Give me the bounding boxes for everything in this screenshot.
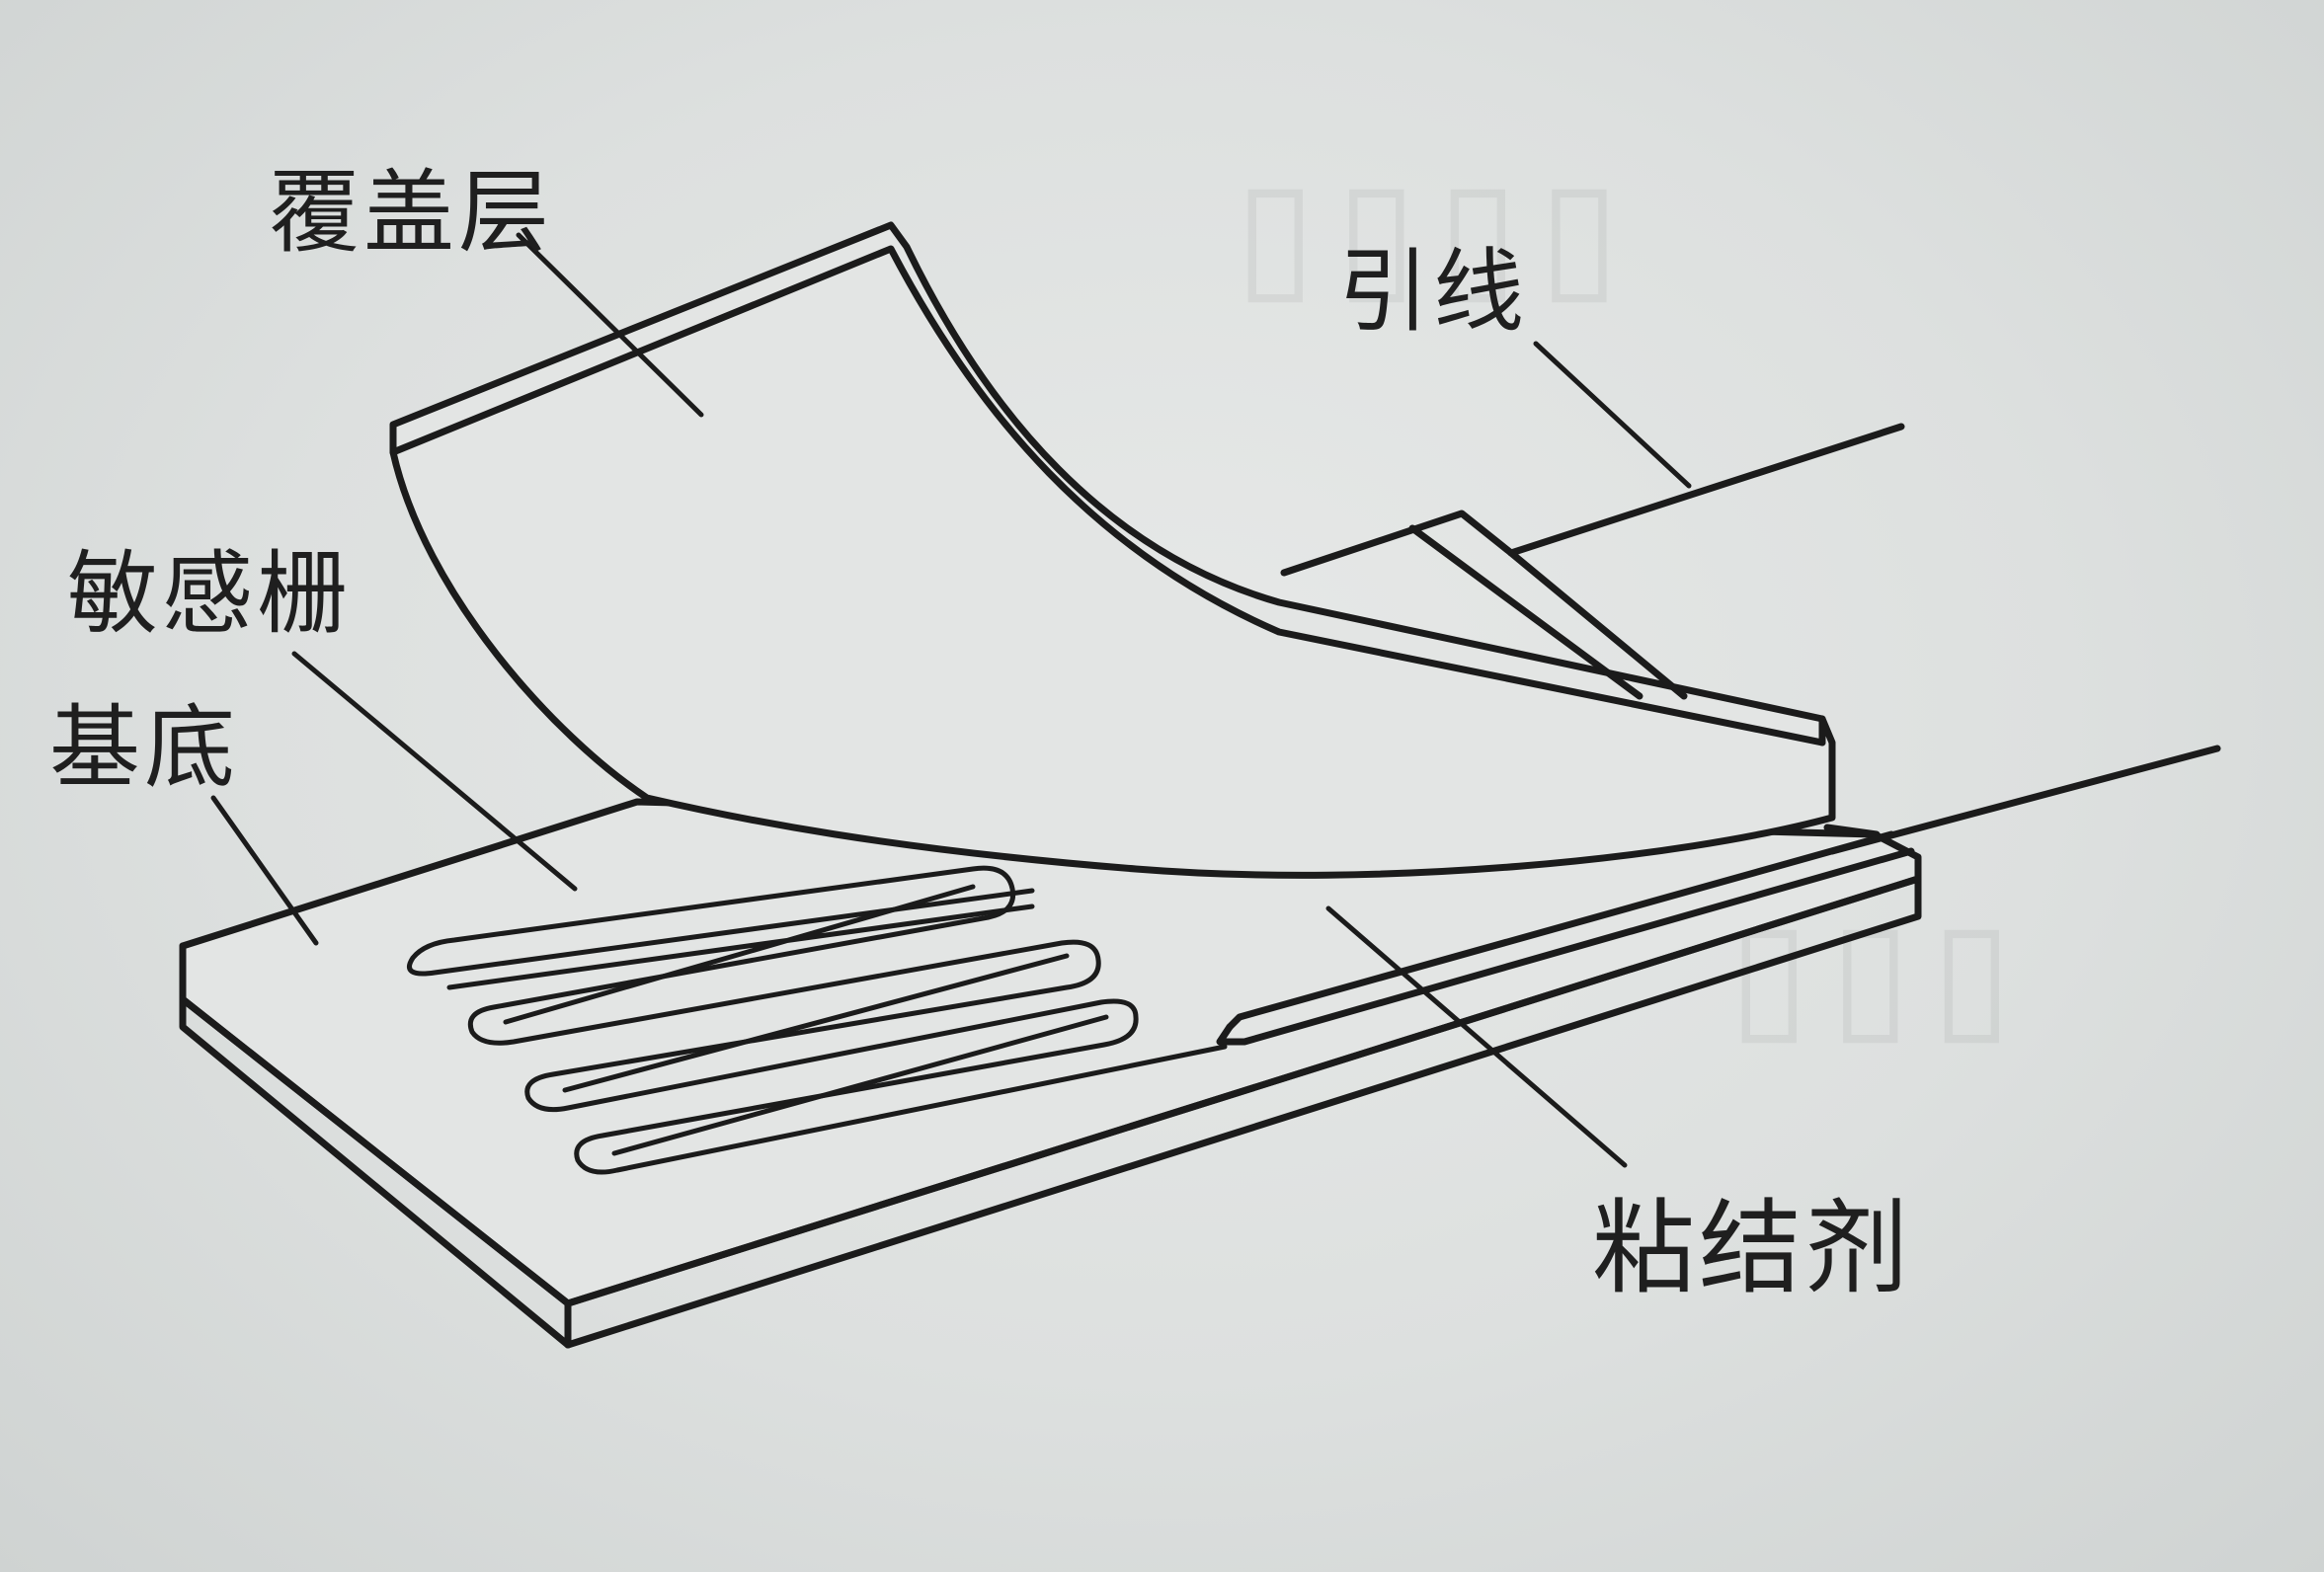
leader-lead-wire: [1533, 341, 1692, 489]
bleed-through-artifact: ▯▯▯▯: [1235, 148, 1641, 320]
leader-cover-layer: [516, 232, 704, 418]
label-lead-wire: 引线: [1338, 239, 1529, 345]
label-substrate: 基底: [49, 695, 240, 801]
sensitive-grid: [407, 865, 1228, 1175]
leader-sensitive-grid: [291, 651, 578, 892]
leader-adhesive: [1325, 905, 1628, 1168]
label-cover-layer: 覆盖层: [269, 160, 554, 266]
lead-wires: [1280, 423, 2221, 855]
label-adhesive: 粘结剂: [1592, 1188, 1913, 1308]
leader-substrate: [210, 795, 319, 946]
leader-lines: [210, 232, 1692, 1168]
adhesive-layer: [1216, 824, 1915, 1046]
cover-layer: [389, 221, 1836, 879]
label-sensitive-grid: 敏感栅: [67, 541, 353, 647]
